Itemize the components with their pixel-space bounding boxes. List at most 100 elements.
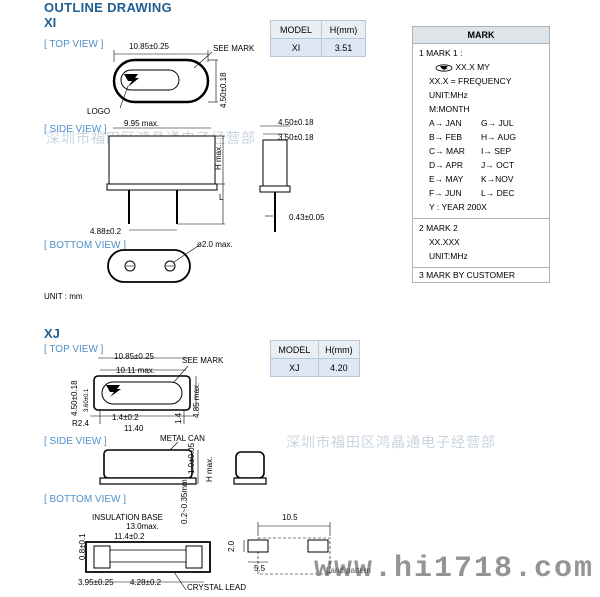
month-code: C→ MAR (429, 146, 465, 156)
logo-icon (435, 64, 453, 72)
mark1-year: Y : YEAR 200X (429, 202, 487, 212)
xj-dim-v14: 1.4 (174, 412, 183, 424)
xj-spec-header-h: H(mm) (317, 340, 361, 359)
xi-dim-lead: 0.43±0.05 (289, 213, 325, 222)
month-row: B→ FEB H→ AUG (429, 130, 545, 144)
xj-dim-side-h: 1.0±0.05 (187, 442, 196, 474)
mark-table: MARK 1 MARK 1 : XX.X MY XX.X = FREQUENCY… (412, 26, 550, 283)
mark1-line1: XX.X MY (419, 60, 545, 74)
xj-dim-inner-w: 3.60±0.1 (84, 388, 90, 412)
xj-label: XJ (44, 326, 60, 341)
month-code: B→ FEB (429, 132, 463, 142)
xj-metal-can: METAL CAN (160, 434, 205, 443)
mark2-line1: XX.XXX (429, 237, 460, 247)
xi-side-view-drawing (85, 118, 325, 238)
xi-side-view-label: [ SIDE VIEW ] (44, 124, 107, 135)
xj-spec-header-model: MODEL (270, 340, 319, 359)
xi-dim-hole: ø2.0 max. (197, 240, 233, 249)
xi-see-mark: SEE MARK (213, 44, 255, 53)
xi-dim-side-w1: 4.50±0.18 (278, 118, 314, 127)
month-code: A→ JAN (429, 118, 462, 128)
xj-dim-land: 10.5 (282, 513, 298, 522)
month-code: F→ JUN (429, 188, 462, 198)
xi-dim-l: L (219, 193, 224, 202)
xi-dim-width: 4.50±0.18 (219, 72, 228, 108)
month-code: I→ SEP (481, 146, 512, 156)
xj-dim-width: 4.50±0.18 (70, 380, 79, 416)
xi-dim-hmax: H max. (214, 144, 223, 170)
mark2-unit: UNIT:MHz (429, 251, 468, 261)
xj-top-view-drawing (76, 352, 206, 432)
xj-insulation: INSULATION BASE (92, 513, 163, 522)
xj-dim-p1: 3.95±0.25 (78, 578, 114, 587)
xj-side-view-label: [ SIDE VIEW ] (44, 436, 107, 447)
month-code: D→ APR (429, 160, 464, 170)
xi-bottom-view-label: [ BOTTOM VIEW ] (44, 240, 127, 251)
xj-dim-lead-w: 0.8±0.1 (78, 533, 87, 560)
xi-dim-inner: 9.95 max. (124, 119, 160, 128)
mark2-title: 2 MARK 2 (419, 223, 458, 233)
month-code: K→NOV (481, 174, 514, 184)
month-code: L→ DEC (481, 188, 515, 198)
xj-dim-base2: 11.4±0.2 (114, 532, 145, 541)
xj-dim-hmax: H max. (205, 456, 214, 482)
xj-bottom-view-drawing (74, 520, 244, 596)
month-row: E→ MAY K→NOV (429, 172, 545, 186)
xj-dim-length: 10.85±0.25 (114, 352, 154, 361)
month-codes: A→ JAN G→ JUL B→ FEB H→ AUG C→ MAR I→ SEP D… (419, 116, 545, 200)
month-row: D→ APR J→ OCT (429, 158, 545, 172)
xi-bottom-view-drawing (104, 240, 214, 290)
xj-dim-h2: 4.85 max. (192, 382, 201, 418)
xj-land-pattern-drawing (240, 514, 360, 584)
xj-dim-land-w: 5.5 (254, 564, 266, 573)
xi-unit: UNIT : mm (44, 292, 83, 301)
mark-section-2: 2 MARK 2 XX.XXX UNIT:MHz (413, 219, 549, 268)
xj-crystal-lead: CRYSTAL LEAD (187, 583, 246, 592)
xj-spec-model: XJ (270, 358, 319, 377)
month-code: E→ MAY (429, 174, 464, 184)
xj-dim-inner: 10.11 max. (116, 366, 155, 375)
mark3-title: 3 MARK BY CUSTOMER (419, 270, 516, 280)
xi-dim-side-w2: 3.50±0.18 (278, 133, 314, 142)
xi-label: XI (44, 15, 57, 30)
xj-dim-base: 13.0max. (126, 522, 159, 531)
mark1-unit: UNIT:MHz (429, 90, 468, 100)
site-watermark: www.hi1718.com (314, 552, 595, 586)
xj-dim-small: 1.4±0.2 (112, 413, 139, 422)
xj-bottom-view-label: [ BOTTOM VIEW ] (44, 494, 127, 505)
xi-dim-pitch: 4.88±0.2 (90, 227, 122, 236)
xi-top-view-drawing (90, 46, 240, 116)
mark-section-3: 3 MARK BY CUSTOMER (413, 268, 549, 282)
mark-section-1: 1 MARK 1 : XX.X MY XX.X = FREQUENCY UNIT… (413, 44, 549, 219)
xj-dim-pad: 11.40 (124, 424, 144, 433)
xj-see-mark: SEE MARK (182, 356, 224, 365)
xi-spec-h: 3.51 (320, 38, 367, 57)
month-code: H→ AUG (481, 132, 516, 142)
xi-spec-header-h: H(mm) (320, 20, 367, 39)
mark-header: MARK (413, 27, 549, 44)
xj-dim-r: R2.4 (72, 419, 89, 428)
xj-dim-p2: 4.28±0.2 (130, 578, 162, 587)
xj-land-pattern-label: Land pattern (326, 566, 371, 575)
xj-top-view-label: [ TOP VIEW ] (44, 344, 104, 355)
month-row: C→ MAR I→ SEP (429, 144, 545, 158)
watermark-text-2: 深圳市福田区鸿晶通电子经营部 (286, 434, 496, 450)
mark1-line1-text: XX.X MY (455, 62, 490, 72)
drawing-title: OUTLINE DRAWING (44, 0, 172, 15)
xi-spec-header-model: MODEL (270, 20, 322, 39)
month-code: J→ OCT (481, 160, 515, 170)
xj-side-view-drawing (96, 440, 276, 490)
month-code: G→ JUL (481, 118, 514, 128)
xi-top-view-label: [ TOP VIEW ] (44, 39, 104, 50)
xj-dim-land-h: 2.0 (227, 540, 236, 552)
month-row: A→ JAN G→ JUL (429, 116, 545, 130)
month-row: F→ JUN L→ DEC (429, 186, 545, 200)
xj-dim-gap: 0.2~0.35mm (180, 479, 189, 524)
xi-logo-label: LOGO (87, 107, 111, 116)
xj-spec-h: 4.20 (317, 358, 361, 377)
mark1-month: M:MONTH (429, 104, 470, 114)
mark1-freq: XX.X = FREQUENCY (429, 76, 512, 86)
mark1-title: 1 MARK 1 : (419, 48, 463, 58)
